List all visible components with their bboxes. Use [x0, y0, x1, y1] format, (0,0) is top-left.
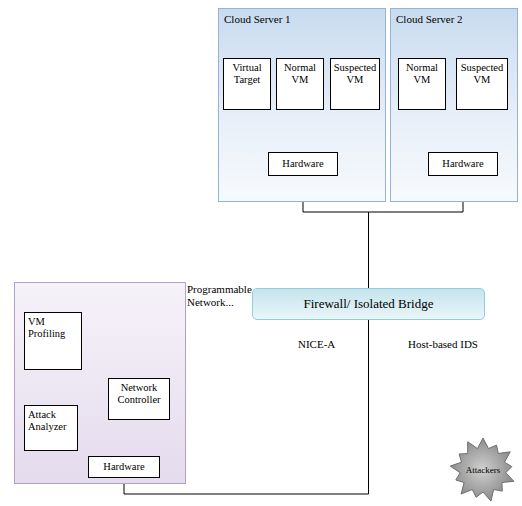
hardware-box: Hardware — [428, 152, 498, 176]
node-label: Firewall/ Isolated Bridge — [304, 296, 434, 312]
bridge-band: Firewall/ Isolated Bridge — [252, 288, 485, 320]
node-label: Virtual Target — [226, 62, 268, 86]
hardware-box: Hardware — [268, 152, 338, 176]
node-label: VM Profiling — [28, 316, 79, 340]
node-label: Suspected VM — [459, 62, 505, 86]
vm-box: Suspected VM — [456, 58, 508, 110]
node-label: Attackers — [466, 465, 500, 475]
node-label: Normal VM — [279, 62, 321, 86]
node-label: Suspected VM — [333, 62, 377, 86]
node-label: Attack Analyzer — [28, 409, 75, 433]
node-label: Network Controller — [111, 382, 167, 406]
vm-box: Virtual Target — [223, 58, 271, 110]
annotation-label: Host-based IDS — [408, 338, 498, 351]
panel-title: Cloud Server 1 — [219, 9, 385, 29]
module-box: Attack Analyzer — [24, 405, 78, 451]
star-shape — [450, 438, 514, 501]
vm-box: Suspected VM — [330, 58, 380, 110]
vm-box: Normal VM — [276, 58, 324, 110]
annotation-label: Programmable Network... — [187, 283, 251, 309]
node-label: Hardware — [103, 461, 144, 473]
panel-title: Cloud Server 2 — [391, 9, 517, 29]
module-box: Network Controller — [108, 378, 170, 420]
annotation-label: NICE-A — [298, 338, 348, 351]
server-panel: Cloud Server 1 Virtual Target Normal VM Sus… — [218, 8, 386, 202]
node-label: Normal VM — [401, 62, 443, 86]
hardware-box: Hardware — [88, 456, 160, 478]
node-label: Hardware — [442, 158, 483, 170]
module-box: VM Profiling — [24, 312, 82, 370]
attacker-star: Attackers — [450, 438, 516, 502]
server-panel: Cloud Server 2 Normal VM Suspected VM Hardw… — [390, 8, 518, 202]
node-label: Hardware — [282, 158, 323, 170]
vm-box: Normal VM — [398, 58, 446, 110]
